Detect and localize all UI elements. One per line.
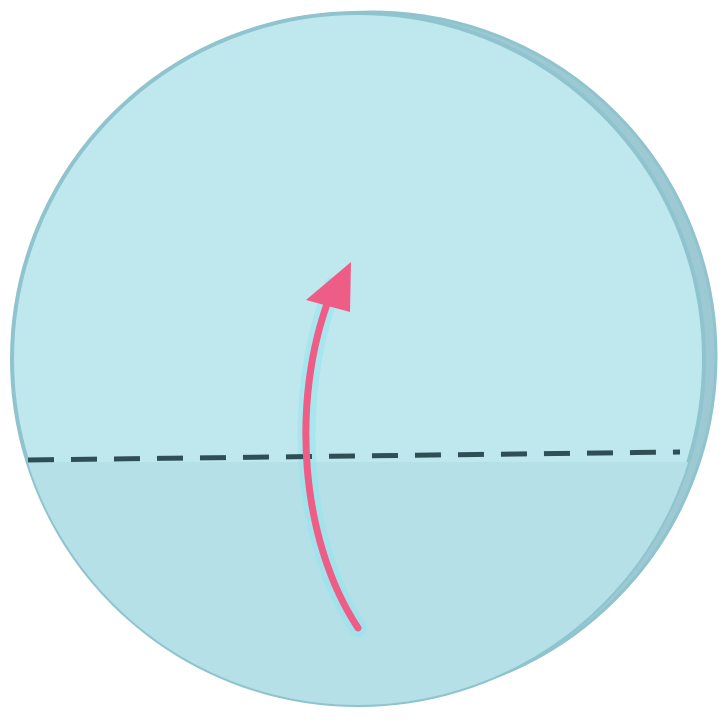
fold-diagram-canvas <box>0 0 727 718</box>
fold-diagram <box>0 0 727 718</box>
